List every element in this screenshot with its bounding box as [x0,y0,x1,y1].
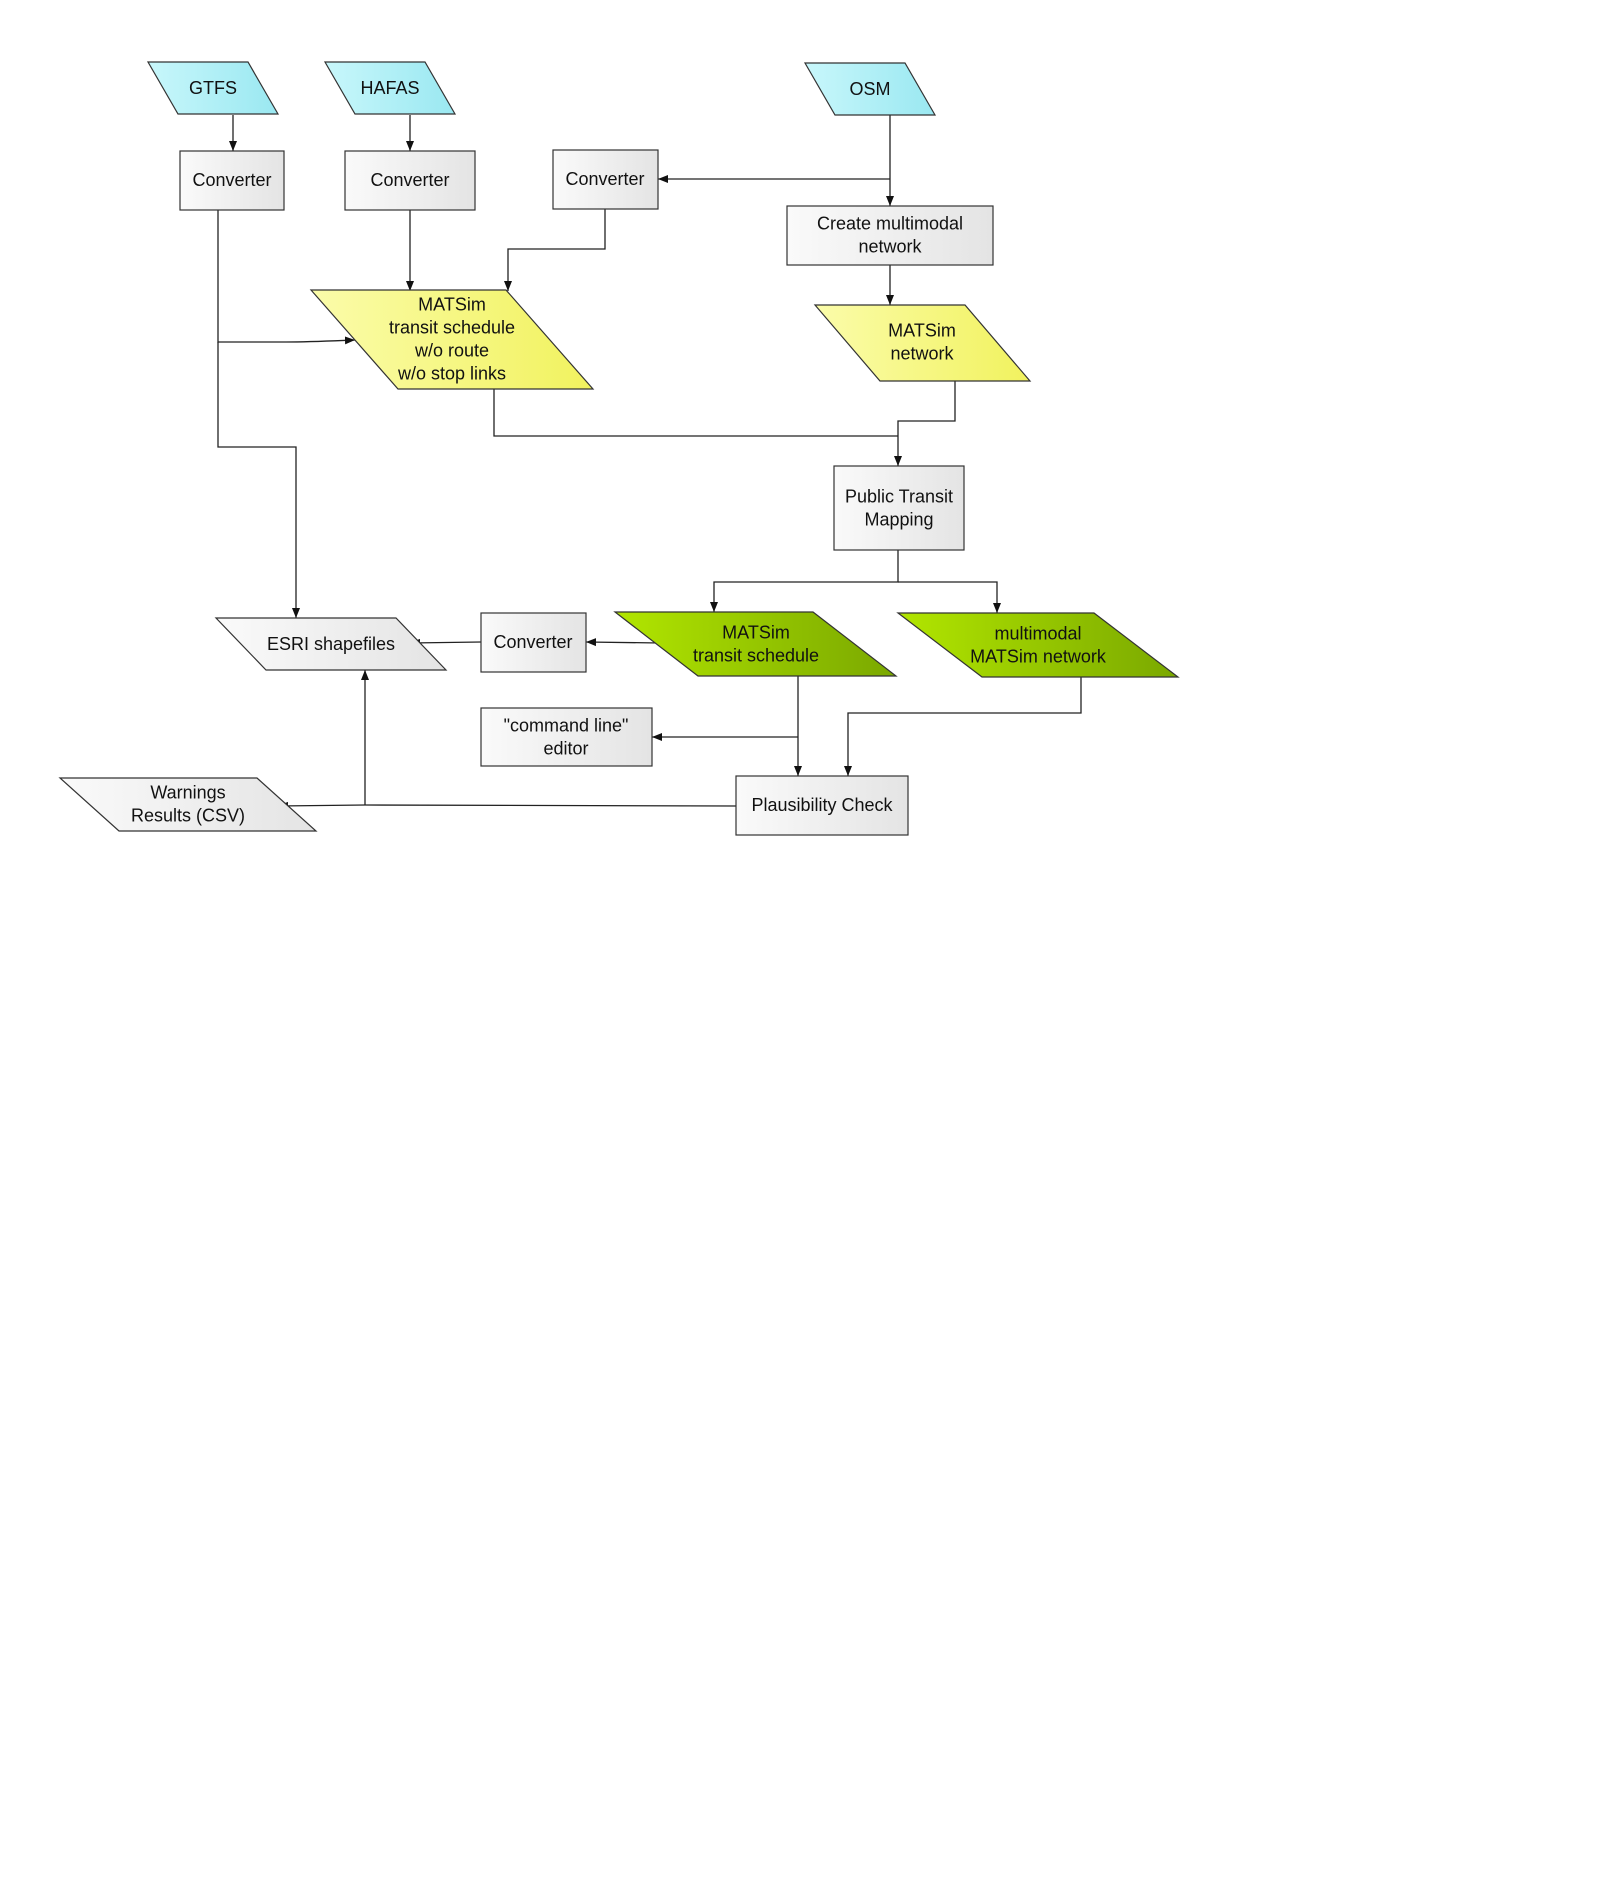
node-matsim-network: MATSim network [813,304,1032,382]
node-label-line: "command line" [504,716,629,736]
node-label-line: multimodal [994,624,1081,644]
edge-matsim-network-to-pt-mapping [894,381,956,466]
node-converter-gtfs: Converter [179,150,285,211]
node-label-line: transit schedule [389,318,515,338]
node-schedule-unmapped: MATSim transit schedule w/o route w/o stop … [309,289,595,390]
node-label-line: MATSim [418,295,486,315]
edge-converter-gtfs-to-schedule [217,210,356,345]
node-label: HAFAS [360,78,419,98]
node-label: MATSim network [888,321,956,364]
edge-pt-mapping-to-schedule-mapped [710,550,899,612]
node-label: "command line" editor [504,716,629,759]
node-label-line: Converter [565,169,644,189]
node-label: GTFS [189,78,237,98]
node-label-line: MATSim [722,623,790,643]
node-label-line: Create multimodal [817,214,963,234]
edge-converter-gtfs-to-esri [217,342,300,618]
edges [217,115,1082,810]
node-label-line: Warnings [150,783,225,803]
node-label-line: Mapping [864,510,933,530]
edge-pt-mapping-to-network-mapped [898,581,1001,613]
node-converter-shp: Converter [480,612,587,673]
node-label-line: network [890,344,954,364]
node-label-line: editor [543,739,588,759]
edge-converter-to-esri [409,638,482,647]
node-label: MATSim transit schedule [693,623,819,666]
node-label-line: Results (CSV) [131,806,245,826]
edge-schedule-to-pt-mapping [493,389,898,437]
node-label-line: GTFS [189,78,237,98]
node-label-line: HAFAS [360,78,419,98]
node-converter-osm: Converter [552,149,659,210]
node-label-line: w/o route [414,341,489,361]
node-label-line: OSM [849,79,890,99]
node-hafas: HAFAS [323,61,457,115]
node-label: Create multimodal network [817,214,963,257]
node-osm: OSM [803,62,937,116]
node-create-network: Create multimodal network [786,205,994,266]
node-label-line: MATSim [888,321,956,341]
edge-network-mapped-to-plausibility [844,677,1082,776]
node-label-line: Converter [493,632,572,652]
node-label: MATSim transit schedule w/o route w/o stop … [389,295,515,384]
node-gtfs: GTFS [146,61,280,115]
node-label-line: Converter [370,170,449,190]
node-label-line: w/o stop links [397,364,506,384]
node-label-line: Converter [192,170,271,190]
edge-converter-osm-to-schedule [504,209,606,291]
node-label: OSM [849,79,890,99]
node-label-line: MATSim network [970,647,1107,667]
node-label: Converter [493,632,572,652]
node-plausibility: Plausibility Check [735,775,909,836]
node-label: Converter [192,170,271,190]
edge-plausibility-to-warnings [277,801,737,810]
node-label-line: transit schedule [693,646,819,666]
node-schedule-mapped: MATSim transit schedule [613,611,898,677]
node-label-line: network [858,237,922,257]
node-converter-hafas: Converter [344,150,476,211]
node-label: Plausibility Check [751,795,893,815]
node-esri: ESRI shapefiles [214,617,448,671]
node-label: Converter [370,170,449,190]
node-label-line: ESRI shapefiles [267,634,395,654]
node-label: Converter [565,169,644,189]
node-editor: "command line" editor [480,707,653,767]
node-label-line: Plausibility Check [751,795,893,815]
edge-schedule-mapped-to-converter [585,638,661,647]
node-label: ESRI shapefiles [267,634,395,654]
node-label-line: Public Transit [845,487,953,507]
